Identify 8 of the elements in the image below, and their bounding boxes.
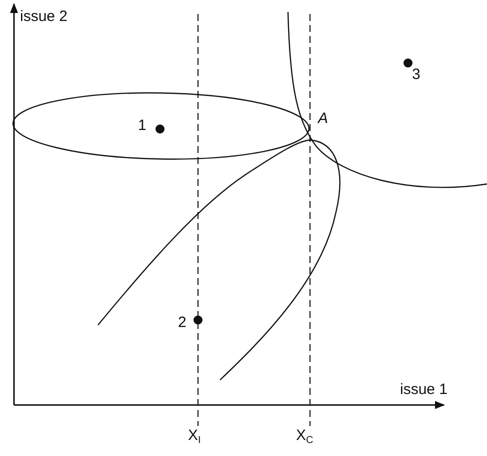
axis-label: issue 1	[400, 382, 448, 397]
axis-label: 2	[178, 315, 186, 330]
axis-label: A	[318, 111, 328, 126]
axis-label: 3	[412, 67, 420, 82]
axis-label: issue 2	[20, 9, 68, 24]
axis-label: 1	[138, 118, 146, 133]
axis-label: X$_{C}$	[296, 428, 314, 446]
axis-label: X$_{I}$	[188, 428, 201, 446]
